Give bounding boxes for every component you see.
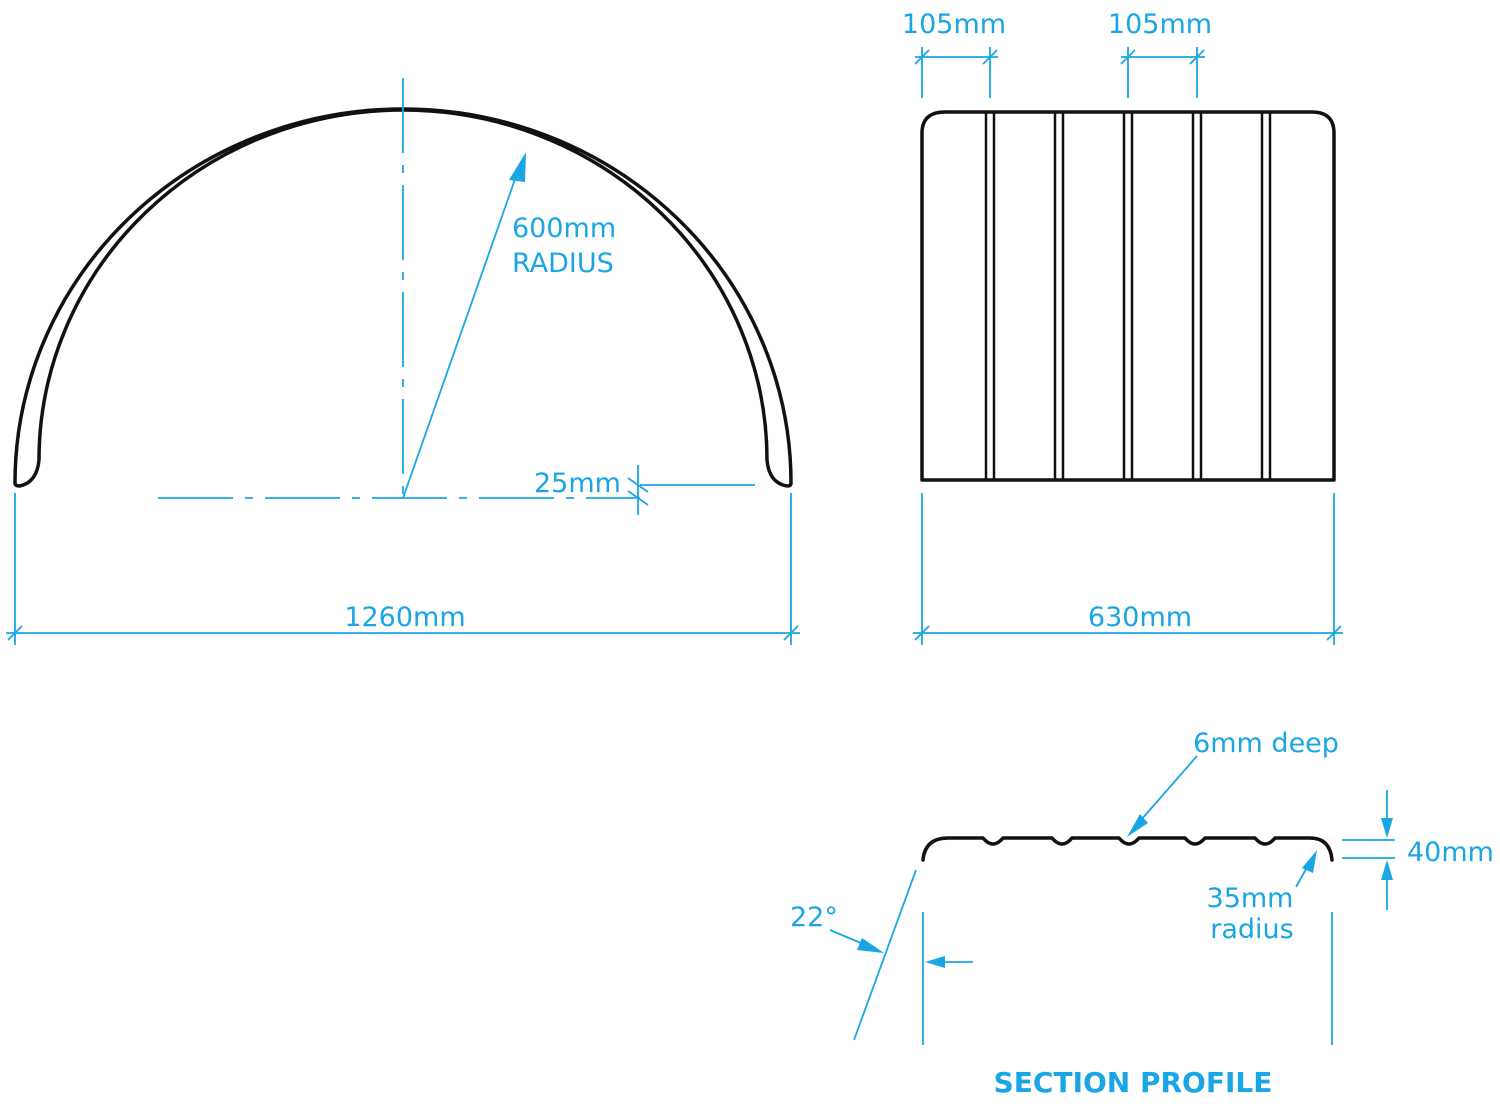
corner-radius-value-label: 35mm bbox=[1207, 883, 1294, 914]
height-arrowhead-bottom bbox=[1381, 860, 1393, 880]
groove-depth-arrowhead bbox=[1127, 814, 1148, 837]
section-profile: 6mm deep 40mm 35mm radius 22° SECTION PR… bbox=[790, 728, 1494, 1099]
width-label: 1260mm bbox=[344, 602, 465, 633]
mudguard-arc-outline bbox=[13, 107, 793, 488]
rib-spacing-right-tick-a bbox=[1120, 49, 1136, 65]
rib-spacing-left-tick-b bbox=[982, 49, 998, 65]
thickness-label: 25mm bbox=[534, 468, 621, 499]
groove-depth-leader bbox=[1133, 755, 1198, 829]
rib-spacing-left-tick-a bbox=[914, 49, 930, 65]
front-elevation: 600mm RADIUS 25mm 1260mm bbox=[6, 78, 800, 645]
corner-radius-word-label: radius bbox=[1210, 914, 1293, 945]
radius-value-label: 600mm bbox=[512, 213, 616, 244]
thickness-tick-bottom bbox=[627, 490, 649, 506]
height-arrowhead-top bbox=[1381, 818, 1393, 838]
groove-depth-label: 6mm deep bbox=[1193, 728, 1339, 759]
thickness-tick-top bbox=[627, 477, 649, 493]
section-profile-title: SECTION PROFILE bbox=[994, 1066, 1273, 1099]
radius-arrowhead bbox=[509, 152, 526, 182]
rib-spacing-right-tick-b bbox=[1189, 49, 1205, 65]
radius-word-label: RADIUS bbox=[512, 248, 614, 279]
depth-tick-left bbox=[914, 625, 930, 641]
corner-radius-arrowhead bbox=[1302, 850, 1317, 873]
rib-spacing-right-label: 105mm bbox=[1108, 9, 1212, 40]
rib-spacing-left-label: 105mm bbox=[902, 9, 1006, 40]
depth-tick-right bbox=[1326, 625, 1342, 641]
side-elevation: 105mm 105mm 630mm bbox=[902, 9, 1343, 645]
angle-label: 22° bbox=[790, 902, 838, 933]
section-profile-outline bbox=[921, 836, 1334, 862]
width-tick-right bbox=[783, 625, 799, 641]
rib-lines bbox=[984, 113, 1272, 480]
width-tick-left bbox=[7, 625, 23, 641]
side-panel-outline bbox=[920, 110, 1336, 482]
angle-inner-arrowhead bbox=[925, 956, 945, 968]
height-label: 40mm bbox=[1407, 837, 1494, 868]
radius-leader-line bbox=[402, 164, 521, 499]
depth-label: 630mm bbox=[1088, 602, 1192, 633]
angle-reference-line bbox=[853, 869, 917, 1041]
angle-arrowhead bbox=[857, 938, 884, 953]
